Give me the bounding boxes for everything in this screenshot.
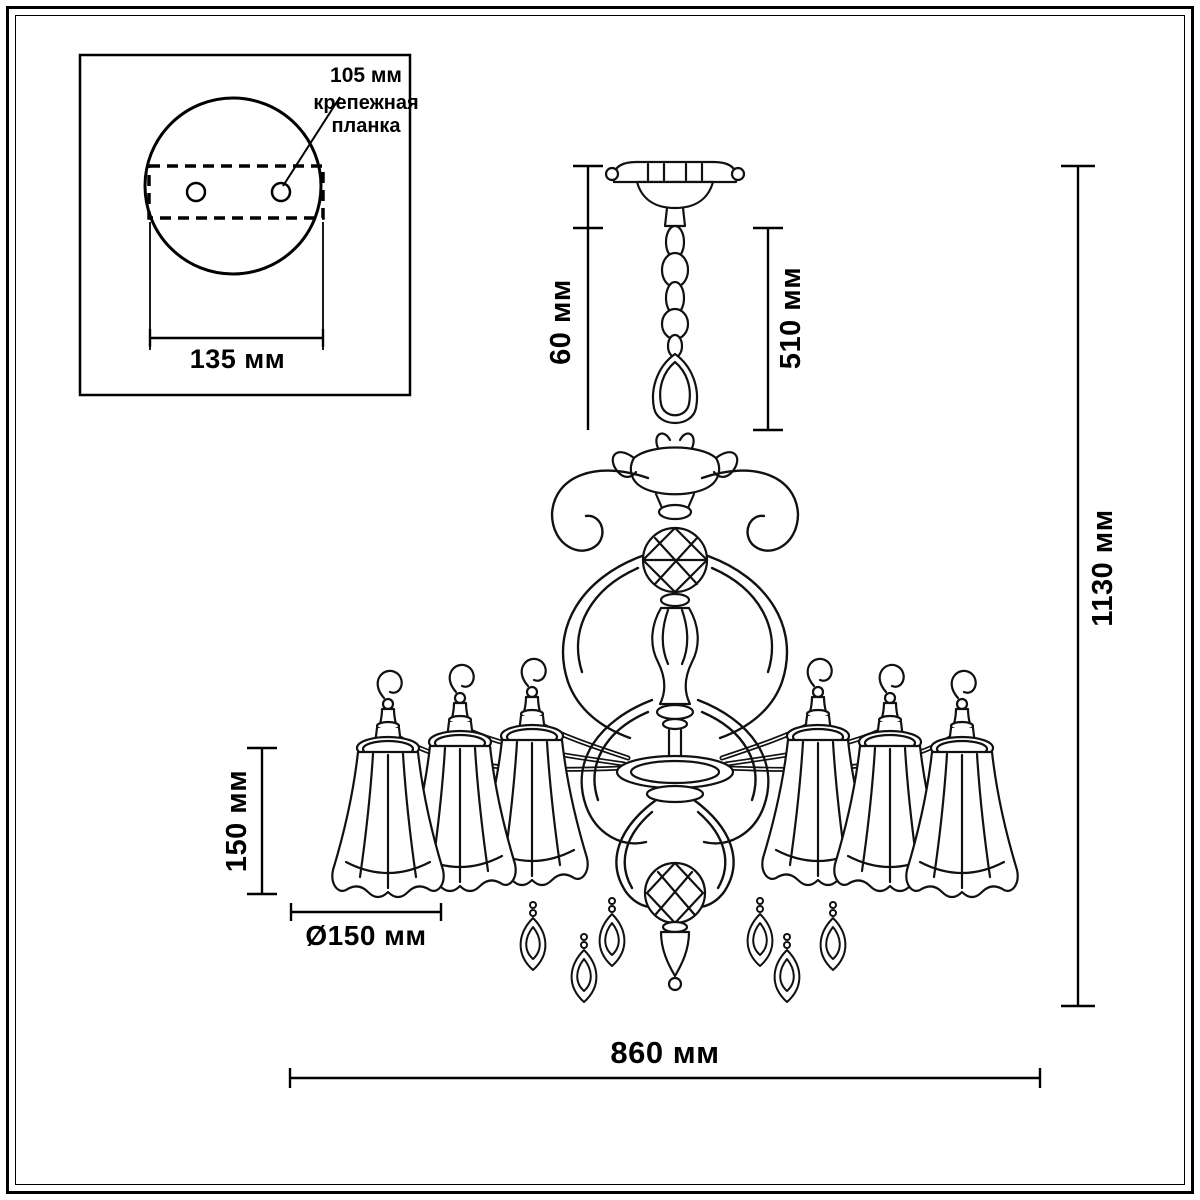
center-foliage (580, 698, 770, 909)
faceted-ball-upper (641, 526, 709, 594)
dimension-line-suspension-length (753, 226, 783, 432)
stem-scrollwork (550, 469, 800, 740)
top-crown (611, 432, 739, 521)
dimension-line-shade-diameter (289, 903, 443, 921)
mount-hole-left (185, 181, 207, 203)
suspension-chain (651, 224, 699, 424)
baluster-stem (651, 592, 699, 758)
dimension-label-total-height: 1130 мм (1086, 509, 1119, 627)
dimension-line-fixture-width (288, 1068, 1042, 1088)
dimension-label-shade-diameter: Ø150 мм (305, 920, 427, 951)
dimension-line-shade-height (247, 746, 277, 896)
dimension-line-canopy-height (573, 164, 603, 430)
dimension-label-plate-width: 135 мм (189, 343, 286, 374)
dimension-line-total-height (1061, 164, 1095, 1008)
dimension-label-shade-height: 150 мм (220, 769, 253, 873)
callout-leader-line (282, 96, 341, 187)
ceiling-canopy (604, 160, 746, 228)
callout-hole-spacing-label: 105 мм (330, 64, 402, 87)
hook-loop (651, 352, 699, 424)
chandelier (331, 160, 1019, 1004)
mount-inset-diagram (78, 53, 412, 397)
callout-mount-plate-line2: планка (331, 115, 401, 137)
arm-hub (615, 754, 735, 804)
mount-plate-dashed (147, 164, 325, 220)
bottom-finial (643, 861, 707, 992)
dimension-label-fixture-width: 860 мм (610, 1035, 720, 1070)
dimension-label-suspension-length: 510 мм (774, 266, 807, 370)
ceiling-cup-circle (143, 96, 323, 276)
dimension-lines (247, 164, 1095, 1088)
inset-box (78, 53, 412, 397)
callout-mount-plate-line1: крепежная (313, 92, 419, 114)
callout-mount-plate-label: крепежная планка (296, 92, 436, 138)
dimension-label-canopy-height: 60 мм (544, 279, 577, 365)
mount-hole-right (270, 181, 292, 203)
